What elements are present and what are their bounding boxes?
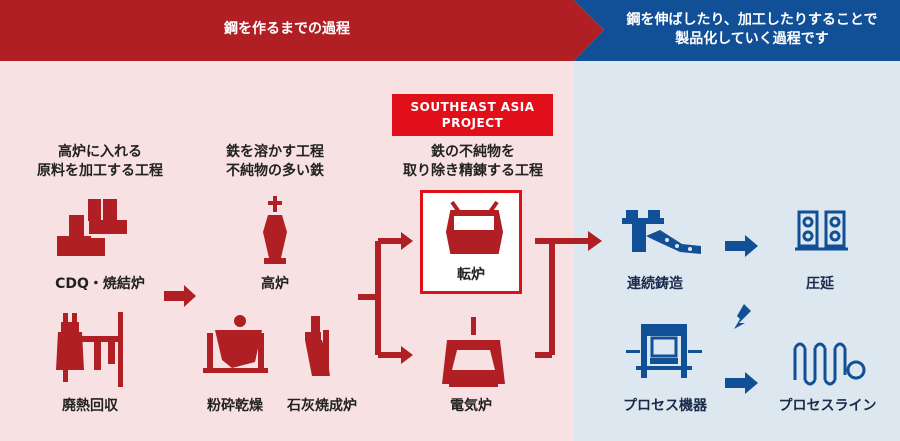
rolling-mill-icon — [795, 210, 848, 251]
mill-icon — [203, 315, 268, 373]
blue-arrows — [725, 235, 758, 394]
press-icon — [626, 324, 702, 378]
badge-line1: SOUTHEAST ASIA — [410, 100, 535, 114]
process-line-label: プロセスライン — [778, 398, 877, 414]
melting-desc-line2: 不純物の多い鉄 — [226, 163, 324, 179]
arrow-to-process-equipment — [734, 304, 751, 329]
arrow-to-process-line — [725, 372, 758, 394]
badge-line2: PROJECT — [441, 116, 504, 130]
melting-desc-line1: 鉄を溶かす工程 — [226, 144, 324, 160]
waste-heat-label: 廃熱回収 — [62, 398, 118, 414]
processing-banner — [574, 0, 900, 61]
converter-label: 転炉 — [457, 267, 485, 283]
process-equipment-label: プロセス機器 — [623, 398, 707, 414]
continuous-casting-label: 連続鋳造 — [627, 276, 683, 292]
waste-heat-boiler-icon — [56, 312, 123, 387]
blast-furnace-label: 高炉 — [261, 276, 289, 292]
lime-kiln-label: 石灰焼成炉 — [287, 398, 357, 414]
coke-oven-icon — [57, 199, 127, 256]
blast-furnace-icon — [263, 196, 287, 264]
caster-icon — [622, 210, 701, 254]
coil-line-icon — [793, 342, 866, 386]
converter-icon — [445, 200, 504, 254]
kiln-icon — [305, 316, 330, 376]
raw-material-desc-line2: 原料を加工する工程 — [37, 163, 163, 179]
red-arrows — [164, 231, 602, 364]
electric-arc-furnace-icon — [442, 317, 505, 387]
processing-title-line1: 鋼を伸ばしたり、加工したりすることで — [626, 12, 878, 28]
electric-furnace-label: 電気炉 — [450, 398, 492, 414]
refining-desc-line1: 鉄の不純物を — [431, 144, 515, 160]
raw-material-desc-line1: 高炉に入れる — [58, 144, 142, 160]
pulverizer-label: 粉砕乾燥 — [207, 398, 263, 414]
steelmaking-title: 鋼を作るまでの過程 — [224, 21, 350, 37]
refining-desc-line2: 取り除き精錬する工程 — [403, 163, 543, 179]
processing-title-line2: 製品化していく過程です — [675, 31, 829, 47]
southeast-asia-project-badge: SOUTHEAST ASIA PROJECT — [392, 94, 553, 136]
cdq-label: CDQ・焼結炉 — [55, 276, 145, 292]
steelmaking-banner — [0, 0, 604, 61]
rolling-label: 圧延 — [806, 276, 834, 292]
arrow-to-rolling — [725, 235, 758, 257]
arrow-to-blast-furnace — [164, 285, 196, 307]
